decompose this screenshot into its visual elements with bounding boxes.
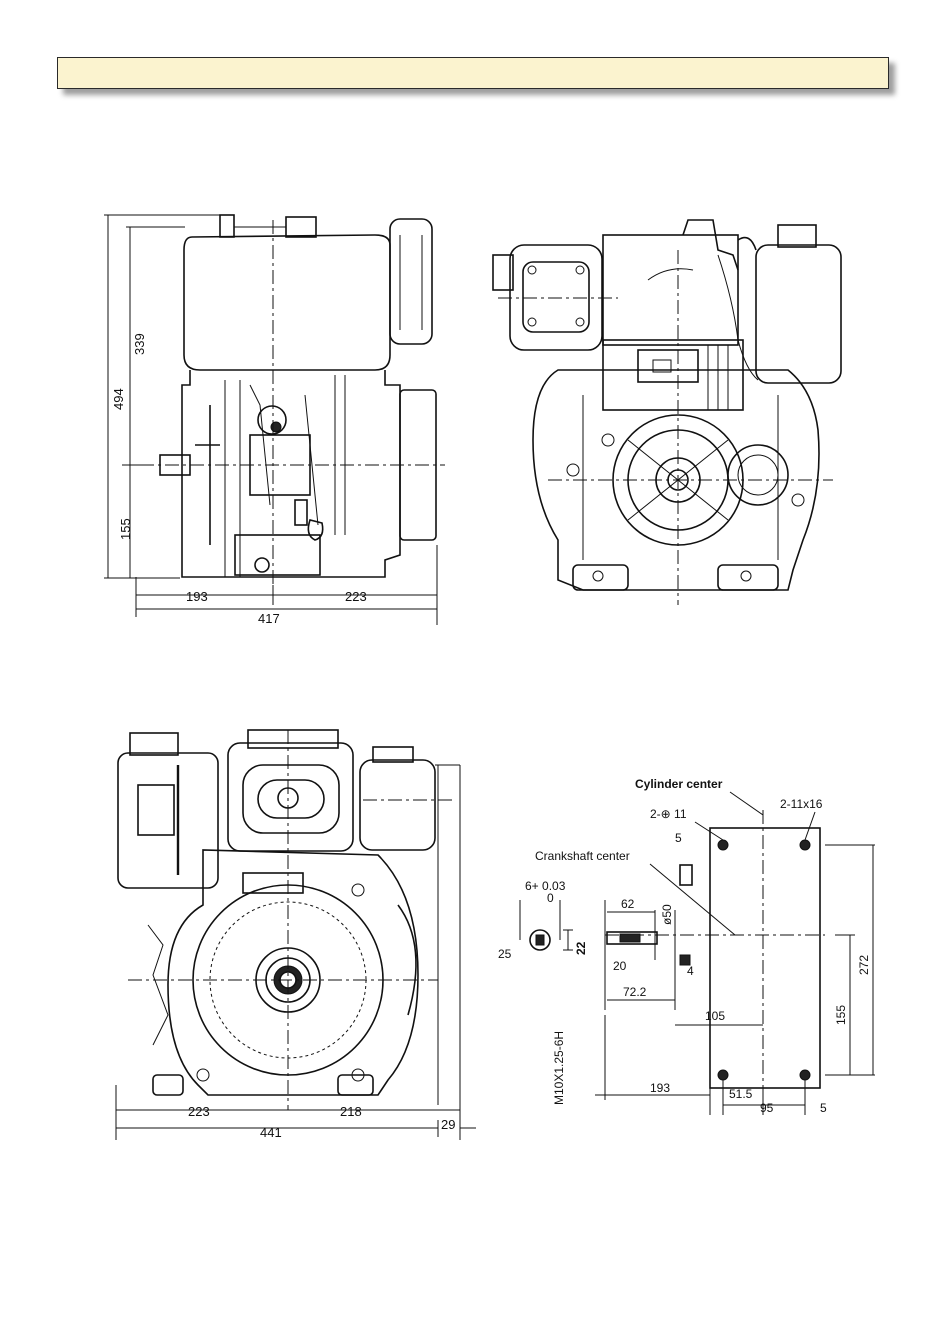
mount-hole-top-right (800, 840, 810, 850)
front-view-horizontal-dims: 223 218 441 29 (116, 1085, 476, 1140)
label-cylinder-center: Cylinder center (635, 777, 723, 791)
shaft-key-detail (520, 900, 573, 950)
side-view-drawing: 494 339 155 (100, 205, 450, 630)
label-62: 62 (621, 897, 635, 911)
label-4: 4 (687, 964, 694, 978)
label-20: 20 (613, 959, 627, 973)
label-51-5: 51.5 (729, 1087, 753, 1101)
crankcase-body (160, 370, 436, 577)
dim-side-417: 417 (258, 611, 280, 626)
air-cleaner (390, 219, 432, 344)
label-272: 272 (857, 955, 871, 975)
label-phi50: ø50 (660, 904, 674, 925)
dim-side-155: 155 (118, 518, 133, 540)
label-5-bottom: 5 (820, 1101, 827, 1115)
rear-cylinder-head (603, 220, 758, 410)
front-cylinder-head (228, 730, 353, 851)
label-193: 193 (650, 1081, 670, 1095)
mounting-view-drawing: Cylinder center 2-⊕ 11 2-11x16 5 Cranksh… (495, 770, 890, 1130)
mount-hole-top-left (718, 840, 728, 850)
label-5-top: 5 (675, 831, 682, 845)
mounting-plate (605, 810, 875, 1110)
fuel-tank (184, 215, 390, 370)
label-tolerance-value: 6+ 0.03 (525, 879, 566, 893)
dim-front-223: 223 (188, 1104, 210, 1119)
front-view-drawing: 223 218 441 29 (108, 725, 476, 1145)
label-thread: M10X1.25-6H (552, 1031, 566, 1105)
front-flywheel-housing (148, 850, 418, 1095)
dim-side-193: 193 (186, 589, 208, 604)
label-95: 95 (760, 1101, 774, 1115)
rear-view-drawing (488, 210, 850, 610)
label-25: 25 (498, 947, 512, 961)
side-view-vertical-dims: 494 339 155 (104, 215, 220, 578)
label-crankshaft-center: Crankshaft center (535, 849, 630, 863)
label-holes-round: 2-⊕ 11 (650, 807, 687, 821)
dim-side-339: 339 (132, 333, 147, 355)
label-105: 105 (705, 1009, 725, 1023)
dim-front-218: 218 (340, 1104, 362, 1119)
rear-fuel-tank (738, 225, 841, 383)
mount-hole-bottom-right (800, 1070, 810, 1080)
label-72-2: 72.2 (623, 985, 647, 999)
title-bar (57, 57, 889, 89)
dim-side-223: 223 (345, 589, 367, 604)
page-title (58, 58, 888, 70)
dim-front-29: 29 (441, 1117, 455, 1132)
mount-hole-bottom-left (718, 1070, 728, 1080)
label-22: 22 (574, 941, 588, 955)
dim-side-494: 494 (111, 388, 126, 410)
label-tolerance-zero: 0 (547, 891, 554, 905)
label-holes-slot: 2-11x16 (780, 797, 823, 811)
dim-front-441: 441 (260, 1125, 282, 1140)
label-155: 155 (834, 1005, 848, 1025)
